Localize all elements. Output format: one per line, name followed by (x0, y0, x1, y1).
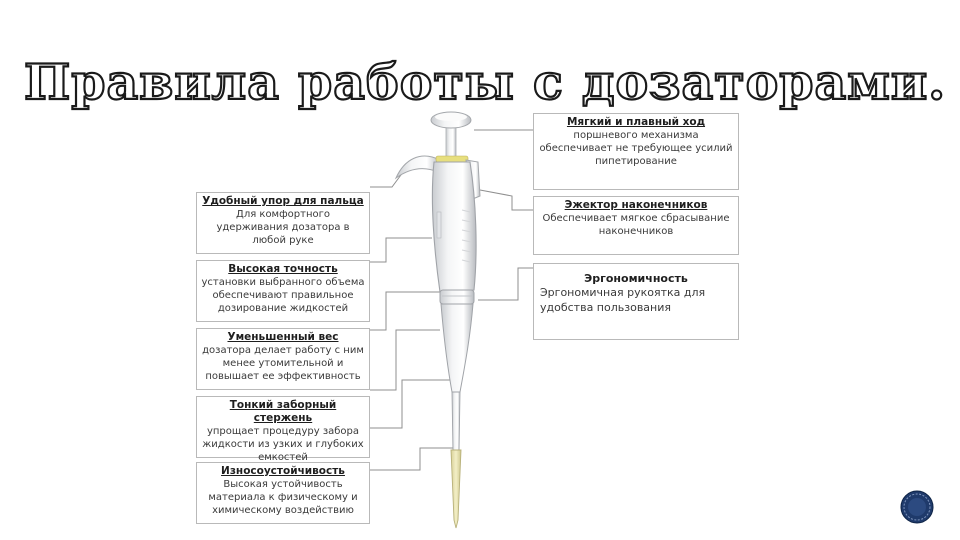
callout-text: дозатора делает работу с ним менее утоми… (202, 345, 364, 382)
callout-text: Высокая устойчивость материала к физичес… (208, 479, 358, 516)
callout-shaft: Тонкий заборный стержень упрощает процед… (196, 396, 370, 463)
callout-soft-stroke: Мягкий и плавный ход поршневого механизм… (533, 113, 739, 190)
callout-heading: Эргономичность (584, 272, 688, 285)
callout-text: Эргономичная рукоятка для удобства польз… (540, 286, 706, 314)
callout-durability: Износоустойчивость Высокая устойчивость … (196, 462, 370, 524)
callout-heading: Тонкий заборный стержень (229, 399, 337, 424)
callout-heading: Мягкий и плавный ход (566, 116, 706, 128)
callout-heading: Удобный упор для пальца (202, 195, 364, 207)
callout-text: установки выбранного объема обеспечивают… (201, 277, 365, 314)
callout-text: упрощает процедуру забора жидкости из уз… (202, 426, 364, 463)
slide-title: Правила работы с дозаторами. (23, 53, 947, 111)
callout-heading: Уменьшенный вес (227, 331, 339, 343)
slide-badge-icon (900, 490, 934, 524)
callout-heading: Высокая точность (228, 263, 338, 275)
callout-text: Для комфортного удерживания дозатора в л… (216, 209, 350, 246)
callout-heading: Износоустойчивость (221, 465, 345, 477)
callout-text: Обеспечивает мягкое сбрасывание наконечн… (542, 213, 730, 237)
callout-heading: Эжектор наконечников (564, 199, 708, 211)
callout-text: поршневого механизма обеспечивает не тре… (539, 130, 733, 167)
callout-ergonomics: Эргономичность Эргономичная рукоятка для… (533, 263, 739, 340)
callout-weight: Уменьшенный вес дозатора делает работу с… (196, 328, 370, 390)
callout-ejector: Эжектор наконечников Обеспечивает мягкое… (533, 196, 739, 255)
callout-lines (366, 129, 533, 471)
callout-finger-rest: Удобный упор для пальца Для комфортного … (196, 192, 370, 254)
callout-precision: Высокая точность установки выбранного об… (196, 260, 370, 322)
